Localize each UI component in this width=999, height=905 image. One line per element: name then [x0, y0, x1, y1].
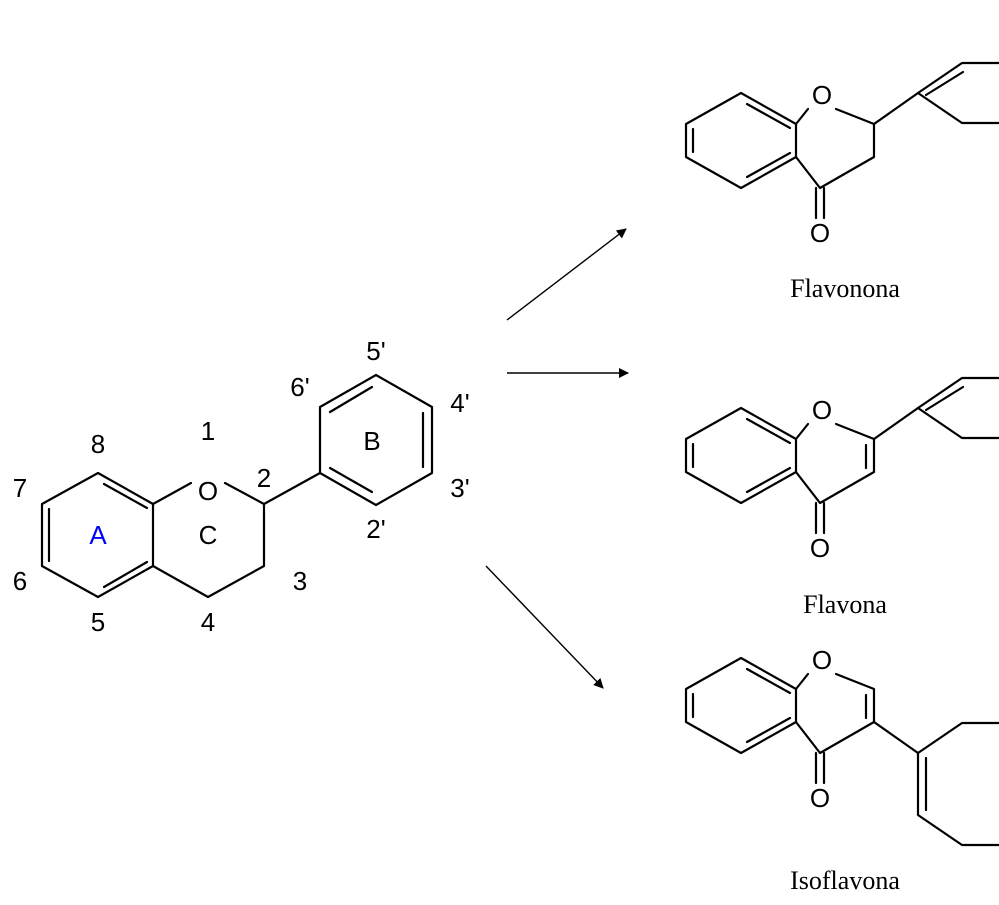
position-label-2: 2 [257, 463, 271, 493]
flavona-caption: Flavona [803, 590, 887, 619]
reaction-arrows [485, 228, 629, 689]
ring-b-bonds [262, 373, 434, 507]
position-label-6-prime: 6' [290, 372, 309, 402]
flavonona-carbonyl-oxygen: O [810, 218, 830, 248]
position-label-1: 1 [201, 416, 215, 446]
flavonona-ring-oxygen: O [812, 80, 832, 110]
ring-oxygen-label: O [198, 476, 218, 506]
position-label-5-prime: 5' [366, 336, 385, 366]
position-label-6: 6 [13, 566, 27, 596]
isoflavona-carbonyl-oxygen: O [810, 783, 830, 813]
position-label-8: 8 [91, 429, 105, 459]
flavan-core-structure: O A C B 1 2 3 4 5 6 7 8 2' 3' 4' 5' 6' [13, 336, 470, 637]
position-label-3: 3 [293, 566, 307, 596]
arrow-to-isoflavona [485, 565, 604, 689]
ring-c-label: C [199, 520, 218, 550]
product-flavona: O O Flavona [684, 376, 999, 619]
ring-c-bonds [151, 481, 266, 599]
product-flavonona: O O Flavonona [684, 61, 999, 303]
flavonona-caption: Flavonona [790, 274, 900, 303]
position-label-4-prime: 4' [450, 388, 469, 418]
flavona-ring-oxygen: O [812, 395, 832, 425]
ring-b-label: B [363, 426, 380, 456]
arrow-to-flavonona [506, 228, 627, 321]
isoflavona-caption: Isoflavona [790, 866, 900, 895]
position-label-4: 4 [201, 607, 215, 637]
flavona-carbonyl-oxygen: O [810, 533, 830, 563]
position-label-7: 7 [13, 473, 27, 503]
position-label-3-prime: 3' [450, 473, 469, 503]
position-label-5: 5 [91, 607, 105, 637]
position-label-2-prime: 2' [366, 514, 385, 544]
product-isoflavona: O O Isoflavona [684, 645, 999, 895]
isoflavona-ring-oxygen: O [812, 645, 832, 675]
ring-a-label: A [89, 520, 107, 550]
